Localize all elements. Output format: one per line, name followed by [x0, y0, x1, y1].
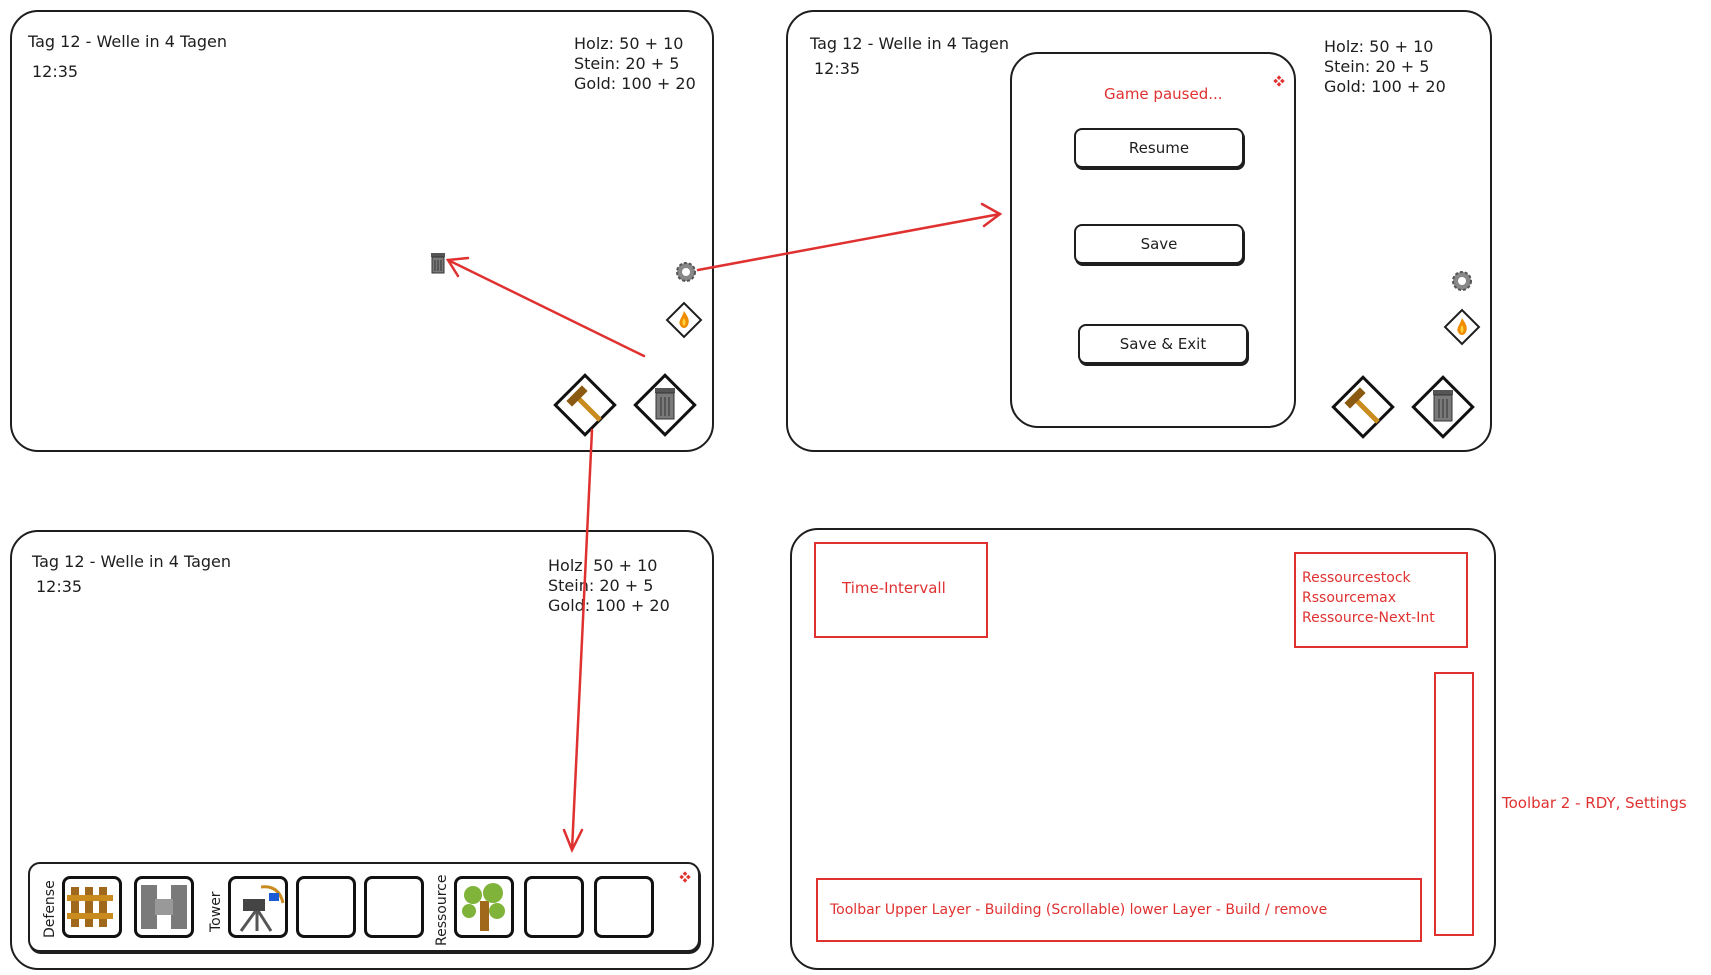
resume-button[interactable]: Resume [1074, 128, 1244, 168]
trash-can-button[interactable] [630, 370, 700, 440]
day-wave-label: Tag 12 - Welle in 4 Tagen [810, 34, 1010, 53]
build-slot-empty[interactable] [296, 876, 356, 938]
frame-build-toolbar: Tag 12 - Welle in 4 Tagen 12:35 Holz: 50… [10, 530, 714, 970]
resource-info-labels: Ressourcestock Rssourcemax Ressource-Nex… [1302, 568, 1435, 628]
arrowhead [980, 202, 1003, 228]
resource-panel: Holz: 50 + 10 Stein: 20 + 5 Gold: 100 + … [574, 34, 696, 94]
build-slot-empty[interactable] [524, 876, 584, 938]
arrowhead [445, 256, 470, 278]
frame-pause-menu: Tag 12 - Welle in 4 Tagen 12:35 Holz: 50… [786, 10, 1492, 452]
build-slot-fence[interactable] [62, 876, 122, 938]
pause-title: Game paused... [1104, 85, 1223, 103]
resource-wood: Holz: 50 + 10 [1324, 37, 1434, 56]
resource-info-box: Ressourcestock Rssourcemax Ressource-Nex… [1294, 552, 1468, 648]
resource-stone: Stein: 20 + 5 [1324, 57, 1430, 76]
resource-stone: Stein: 20 + 5 [548, 576, 654, 595]
fire-icon[interactable] [664, 300, 704, 340]
gear-icon[interactable] [1450, 269, 1474, 293]
hammer-icon[interactable] [1328, 372, 1398, 442]
time-label: 12:35 [32, 62, 79, 81]
build-slot-empty[interactable] [594, 876, 654, 938]
build-slot-empty[interactable] [364, 876, 424, 938]
time-interval-box: Time-Intervall [814, 542, 988, 638]
trash-can-button[interactable] [1408, 372, 1478, 442]
toolbar2-box [1434, 672, 1474, 936]
save-button[interactable]: Save [1074, 224, 1244, 264]
close-icon[interactable] [678, 870, 692, 884]
build-slot-stone-wall[interactable] [134, 876, 194, 938]
resource-gold: Gold: 100 + 20 [574, 74, 696, 93]
arrow-hammer-to-toolbar [570, 428, 594, 852]
resource-stone: Stein: 20 + 5 [574, 54, 680, 73]
toolbar2-label: Toolbar 2 - RDY, Settings [1502, 794, 1687, 812]
arrow-gear-to-pause [696, 212, 1002, 272]
resource-wood: Holz: 50 + 10 [574, 34, 684, 53]
hammer-icon[interactable] [550, 370, 620, 440]
gear-icon[interactable] [674, 260, 698, 284]
build-slot-tree[interactable] [454, 876, 514, 938]
pause-dialog: Game paused... Resume Save Save & Exit [1010, 52, 1296, 428]
main-toolbar-box: Toolbar Upper Layer - Building (Scrollab… [816, 878, 1422, 942]
fire-icon[interactable] [1442, 307, 1482, 347]
arrow-trash-to-cursor [446, 258, 646, 358]
resource-panel: Holz: 50 + 10 Stein: 20 + 5 Gold: 100 + … [548, 556, 670, 616]
ballista-tower-icon [239, 885, 285, 932]
save-and-exit-button[interactable]: Save & Exit [1078, 324, 1248, 364]
stone-wall-icon [141, 885, 187, 929]
resource-stock-label: Ressourcestock [1302, 570, 1411, 586]
arrowhead [562, 828, 584, 854]
resource-gold: Gold: 100 + 20 [548, 596, 670, 615]
resource-panel: Holz: 50 + 10 Stein: 20 + 5 Gold: 100 + … [1324, 37, 1446, 97]
day-wave-label: Tag 12 - Welle in 4 Tagen [28, 32, 228, 51]
frame-layout-annotation: Time-Intervall Ressourcestock Rssourcema… [790, 528, 1496, 970]
resource-wood: Holz: 50 + 10 [548, 556, 658, 575]
fence-icon [67, 887, 113, 927]
resource-max-label: Rssourcemax [1302, 590, 1397, 606]
close-icon[interactable] [1272, 74, 1286, 88]
build-toolbar: Defense Tower Ressource [28, 862, 700, 952]
frame-main-hud: Tag 12 - Welle in 4 Tagen 12:35 Holz: 50… [10, 10, 714, 452]
time-interval-label: Time-Intervall [842, 579, 946, 597]
resource-next-int-label: Ressource-Next-Int [1302, 610, 1435, 626]
main-toolbar-label: Toolbar Upper Layer - Building (Scrollab… [830, 902, 1328, 918]
time-label: 12:35 [36, 577, 83, 596]
time-label: 12:35 [814, 59, 861, 78]
build-slot-ballista[interactable] [228, 876, 288, 938]
day-wave-label: Tag 12 - Welle in 4 Tagen [32, 552, 232, 571]
tree-icon [462, 883, 505, 931]
trash-can-icon [431, 253, 445, 274]
resource-gold: Gold: 100 + 20 [1324, 77, 1446, 96]
